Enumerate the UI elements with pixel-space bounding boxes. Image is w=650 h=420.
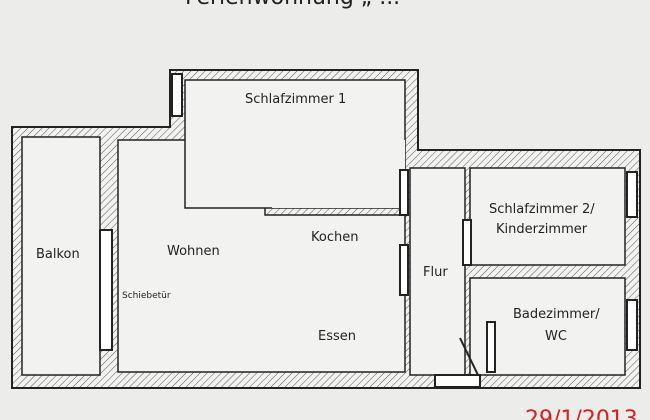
label-wohnen: Wohnen <box>167 244 220 259</box>
window-bad <box>626 299 638 351</box>
date-stamp: 29/1/2013 <box>525 407 638 420</box>
room-schlafzimmer1-lower <box>272 140 405 208</box>
door-bad <box>486 321 496 373</box>
label-kinderzimmer: Kinderzimmer <box>496 222 588 237</box>
label-essen: Essen <box>318 329 356 344</box>
label-schlafzimmer1: Schlafzimmer 1 <box>245 92 346 107</box>
label-schlafzimmer2: Schlafzimmer 2/ <box>489 202 595 217</box>
sliding-door <box>99 229 113 351</box>
label-schiebetuer: Schiebetür <box>122 291 171 301</box>
door-swing <box>459 337 479 376</box>
door-flur-2 <box>399 244 409 296</box>
room-balkon <box>21 136 101 376</box>
label-flur: Flur <box>423 265 448 280</box>
door-flur-1 <box>399 169 409 216</box>
label-badezimmer: Badezimmer/ <box>513 307 600 322</box>
window-schlafzimmer1 <box>171 73 183 117</box>
door-schlafzimmer2 <box>462 219 472 266</box>
footer-text: ... <box>190 414 202 420</box>
label-kochen: Kochen <box>311 230 358 245</box>
label-balkon: Balkon <box>36 247 80 262</box>
plan-title: Ferienwohnung „ ... <box>185 0 400 10</box>
room-schlafzimmer2 <box>469 167 626 266</box>
entrance-door <box>434 374 481 388</box>
window-schlafzimmer2 <box>626 171 638 218</box>
label-wc: WC <box>545 329 567 344</box>
